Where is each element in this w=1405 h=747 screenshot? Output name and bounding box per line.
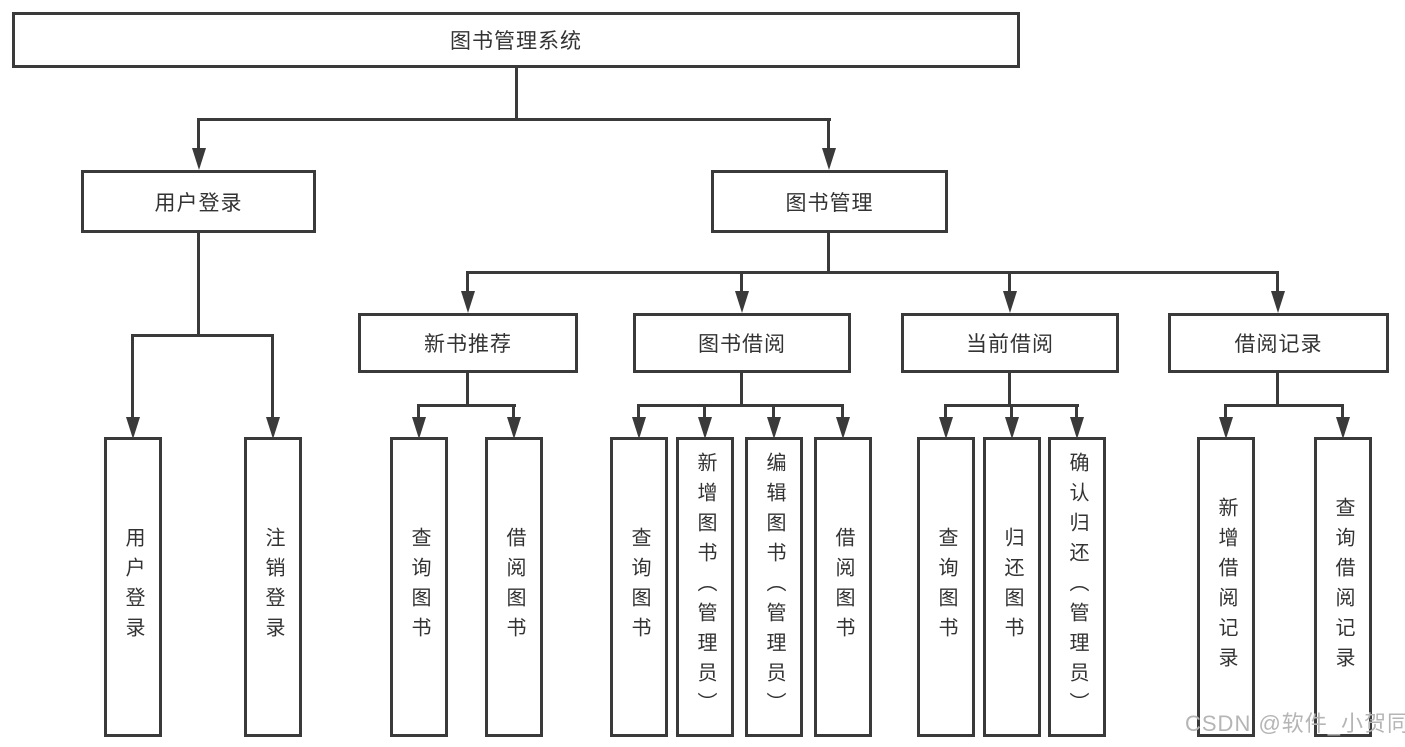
connector-arrow	[821, 118, 836, 170]
node-root: 图书管理系统	[12, 12, 1020, 68]
node-leaf-edit-book-admin: 编辑图书（管理员）	[745, 437, 803, 737]
connector-line	[417, 404, 516, 407]
connector-arrow	[1335, 404, 1350, 439]
node-book-borrow-label: 图书借阅	[698, 333, 786, 356]
node-leaf-label: 查询图书	[408, 527, 430, 647]
node-borrow-record: 借阅记录	[1168, 313, 1389, 373]
node-leaf-label: 借阅图书	[503, 527, 525, 647]
node-leaf-query-book-3: 查询图书	[917, 437, 975, 737]
node-leaf-label: 新增借阅记录	[1215, 497, 1237, 677]
connector-line	[131, 334, 274, 337]
node-leaf-query-book-1: 查询图书	[390, 437, 448, 737]
node-leaf-label: 查询图书	[628, 527, 650, 647]
node-leaf-label: 注销登录	[262, 527, 284, 647]
node-borrow-record-label: 借阅记录	[1234, 333, 1323, 356]
node-new-book-recommend: 新书推荐	[358, 313, 578, 373]
connector-line	[466, 371, 469, 407]
connector-arrow	[697, 404, 712, 439]
node-leaf-confirm-return-admin: 确认归还（管理员）	[1048, 437, 1106, 737]
node-leaf-return-book: 归还图书	[983, 437, 1041, 737]
node-current-borrow: 当前借阅	[901, 313, 1119, 373]
connector-arrow	[506, 404, 521, 439]
connector-arrow	[1270, 271, 1285, 313]
node-book-borrow: 图书借阅	[633, 313, 851, 373]
connector-arrow	[1002, 271, 1017, 313]
node-user-login: 用户登录	[81, 170, 316, 233]
connector-arrow	[460, 271, 475, 313]
node-leaf-label: 借阅图书	[832, 527, 854, 647]
node-leaf-user-login: 用户登录	[104, 437, 162, 737]
connector-arrow	[125, 334, 140, 439]
node-book-management: 图书管理	[711, 170, 948, 233]
connector-arrow	[938, 404, 953, 439]
connector-line	[466, 271, 1279, 274]
connector-line	[1224, 404, 1344, 407]
connector-arrow	[734, 271, 749, 313]
node-leaf-query-book-2: 查询图书	[610, 437, 668, 737]
node-leaf-label: 归还图书	[1001, 527, 1023, 647]
connector-arrow	[1004, 404, 1019, 439]
node-root-label: 图书管理系统	[450, 30, 582, 53]
node-leaf-add-book-admin: 新增图书（管理员）	[676, 437, 734, 737]
connector-arrow	[191, 118, 206, 170]
connector-arrow	[1069, 404, 1084, 439]
connector-line	[515, 66, 518, 121]
connector-line	[637, 404, 844, 407]
node-leaf-label: 编辑图书（管理员）	[763, 452, 785, 722]
node-book-management-label: 图书管理	[785, 191, 874, 215]
connector-arrow	[766, 404, 781, 439]
node-leaf-logout: 注销登录	[244, 437, 302, 737]
connector-line	[1008, 371, 1011, 407]
node-leaf-label: 用户登录	[122, 527, 144, 647]
connector-line	[827, 231, 830, 274]
node-current-borrow-label: 当前借阅	[966, 333, 1054, 356]
connector-arrow	[631, 404, 646, 439]
connector-line	[1276, 371, 1279, 407]
node-leaf-label: 新增图书（管理员）	[694, 452, 716, 722]
connector-arrow	[411, 404, 426, 439]
connector-arrow	[1218, 404, 1233, 439]
connector-line	[197, 231, 200, 337]
connector-arrow	[835, 404, 850, 439]
connector-line	[197, 118, 831, 121]
node-leaf-label: 查询图书	[935, 527, 957, 647]
csdn-watermark: CSDN @软件_小贺同学	[1185, 711, 1405, 736]
node-leaf-label: 确认归还（管理员）	[1066, 452, 1088, 722]
node-leaf-add-borrow-record: 新增借阅记录	[1197, 437, 1255, 737]
node-leaf-borrow-book-2: 借阅图书	[814, 437, 872, 737]
node-leaf-query-borrow-record: 查询借阅记录	[1314, 437, 1372, 737]
node-user-login-label: 用户登录	[154, 191, 243, 215]
node-leaf-borrow-book-1: 借阅图书	[485, 437, 543, 737]
connector-line	[740, 371, 743, 407]
node-leaf-label: 查询借阅记录	[1332, 497, 1354, 677]
node-new-book-recommend-label: 新书推荐	[424, 333, 512, 356]
connector-arrow	[265, 334, 280, 439]
